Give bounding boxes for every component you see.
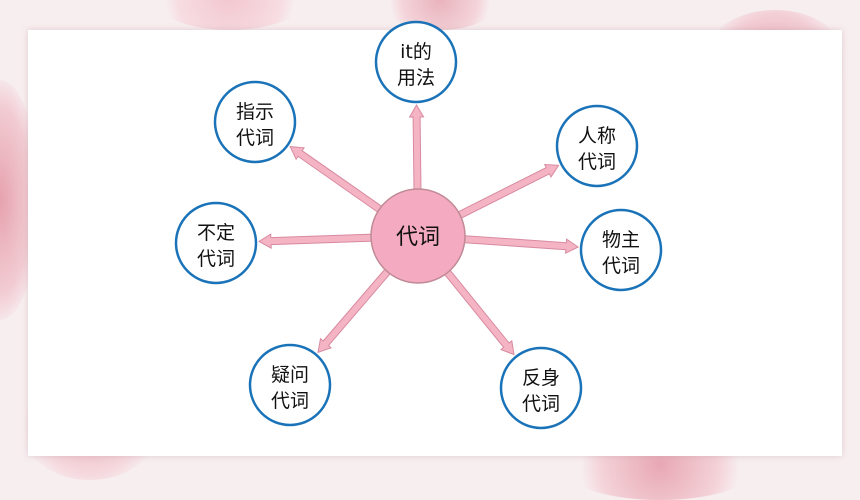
node-circle-reflexive bbox=[499, 346, 583, 430]
node-label-it-line-2: 用法 bbox=[397, 67, 435, 89]
node-label-interrogative-line-1: 疑问 bbox=[271, 364, 309, 386]
node-label-possessive-line-1: 物主 bbox=[602, 229, 640, 251]
node-label-reflexive-line-2: 代词 bbox=[522, 393, 560, 415]
node-label-demonstrative-line-2: 代词 bbox=[236, 127, 274, 149]
center-circle bbox=[370, 188, 466, 284]
node-label-personal-line-2: 代词 bbox=[578, 151, 616, 173]
node-label-possessive-line-2: 代词 bbox=[602, 255, 640, 277]
center-node: 代词 bbox=[370, 188, 466, 284]
node-label-interrogative-line-2: 代词 bbox=[271, 390, 309, 412]
node-circle-demonstrative bbox=[213, 80, 297, 164]
arrow-to-reflexive bbox=[442, 268, 515, 356]
node-circle-possessive bbox=[579, 208, 663, 292]
arrow-to-interrogative bbox=[317, 267, 393, 354]
node-label-demonstrative-line-1: 指示 bbox=[236, 101, 274, 123]
node-circle-it bbox=[374, 20, 458, 104]
node-label-personal-line-1: 人称 bbox=[578, 125, 616, 147]
arrow-to-indefinite bbox=[258, 233, 374, 249]
arrow-to-demonstrative bbox=[289, 146, 384, 214]
arrow-to-it bbox=[408, 104, 425, 192]
arrow-to-possessive bbox=[462, 235, 580, 255]
node-label-indefinite-line-2: 代词 bbox=[197, 248, 235, 270]
center-label: 代词 bbox=[396, 225, 440, 250]
node-label-it-line-1: it的 bbox=[400, 41, 432, 63]
node-circle-indefinite bbox=[174, 201, 258, 285]
arrows-layer bbox=[258, 104, 580, 356]
node-circle-interrogative bbox=[248, 343, 332, 427]
arrow-to-personal bbox=[455, 163, 560, 220]
node-label-reflexive-line-1: 反身 bbox=[522, 367, 560, 389]
node-label-indefinite-line-1: 不定 bbox=[197, 222, 235, 244]
node-circle-personal bbox=[555, 104, 639, 188]
